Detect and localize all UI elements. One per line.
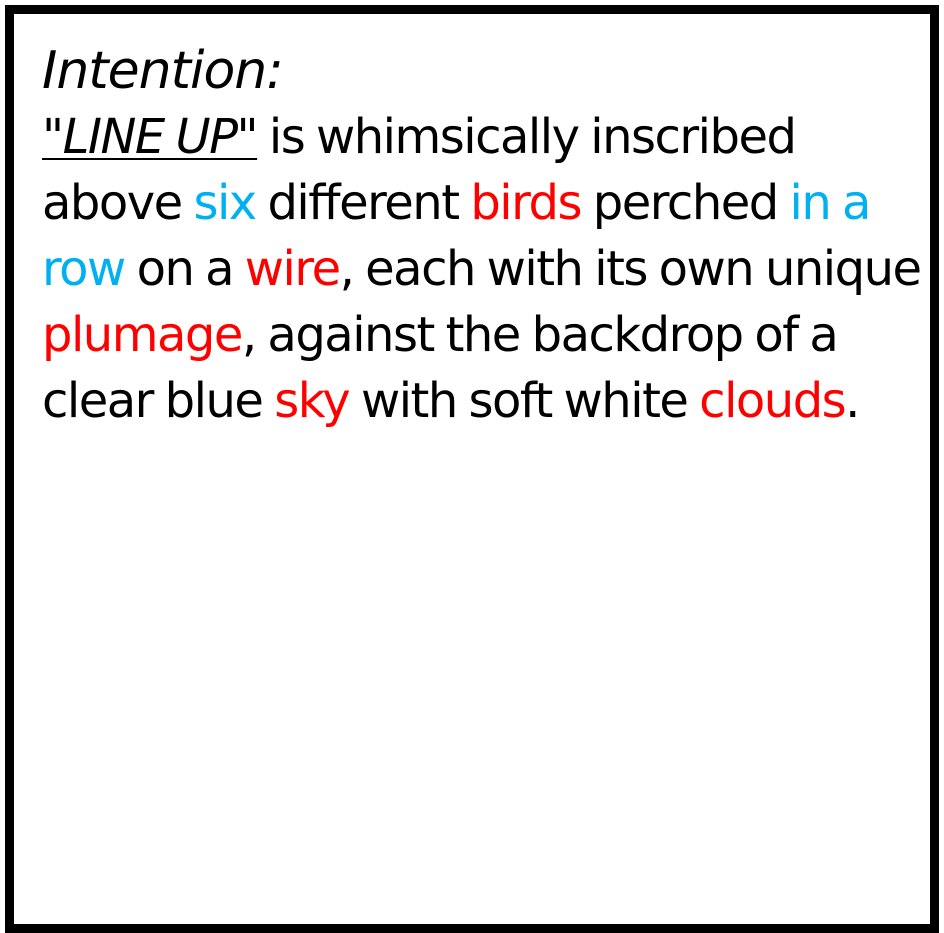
highlight-sky: sky [274,373,351,429]
text-segment: , against the backdrop of a clear blue [42,307,839,429]
intention-content: Intention: "LINE UP" is whimsically insc… [42,38,922,434]
highlight-in-a-row: in a row [42,175,871,297]
quoted-phrase: "LINE UP" [42,109,259,165]
highlight-clouds: clouds [699,373,847,429]
text-segment: with soft white [349,373,700,429]
highlight-birds: birds [470,175,582,231]
text-segment: , each with its own unique [339,241,922,297]
intention-card: Intention: "LINE UP" is whimsically insc… [5,5,939,933]
text-segment: . [845,373,860,429]
text-segment: is whimsically inscribed above [42,109,797,231]
intention-heading: Intention: [42,41,284,101]
text-segment: perched [580,175,790,231]
highlight-wire: wire [244,241,341,297]
highlight-plumage: plumage [42,307,243,363]
text-segment: different [255,175,471,231]
text-segment: on a [124,241,245,297]
intention-description: "LINE UP" is whimsically inscribed above… [42,104,922,434]
highlight-six: six [193,175,257,231]
